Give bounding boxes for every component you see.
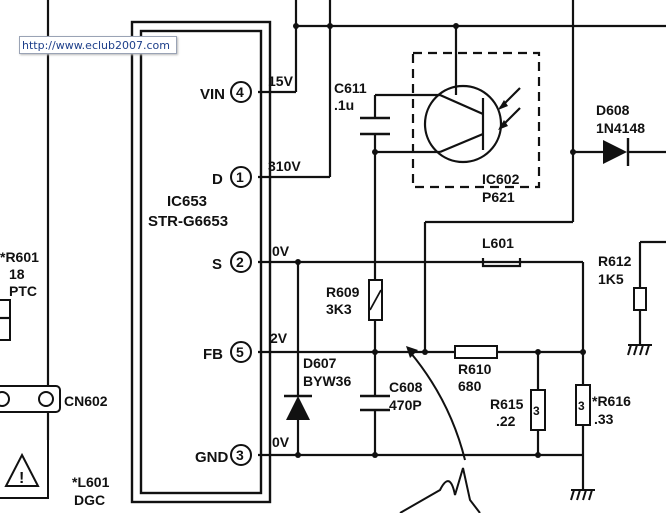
c611-value: .1u — [334, 97, 354, 113]
ic653-ref: IC653 — [167, 193, 207, 210]
l601-ref: L601 — [482, 235, 514, 251]
d607-diode — [284, 394, 312, 420]
waveform-arrowhead — [406, 346, 418, 358]
r601-ref: *R601 — [0, 249, 39, 265]
pin-label-s: S — [212, 256, 222, 273]
r612-value: 1K5 — [598, 271, 624, 287]
d608-ref: D608 — [596, 102, 630, 118]
r615-ref: R615 — [490, 396, 524, 412]
r615-value: .22 — [496, 413, 516, 429]
r601-ptc-resistor — [0, 299, 11, 341]
c608-value: 470P — [389, 397, 422, 413]
wires — [0, 0, 666, 490]
ground-symbol-gnd — [570, 489, 595, 501]
r601-type: PTC — [9, 283, 37, 299]
pin-number-2: 2 — [236, 254, 244, 270]
r610-resistor — [454, 345, 498, 359]
svg-text:!: ! — [19, 470, 24, 487]
l601b-ref: *L601 — [72, 474, 110, 490]
c611-capacitor — [360, 116, 390, 136]
ic653-outer-box — [130, 20, 272, 504]
pin-label-vin: VIN — [200, 86, 225, 103]
l601-inductor — [481, 258, 522, 268]
ic602-ref: IC602 — [482, 171, 520, 187]
r615-resistor — [530, 389, 546, 431]
junction-dots — [293, 23, 586, 458]
r609-ref: R609 — [326, 284, 360, 300]
r612-resistor — [633, 287, 647, 311]
r616-mark: 3 — [578, 399, 585, 413]
d607-value: BYW36 — [303, 373, 351, 389]
pin-label-fb: FB — [203, 346, 223, 363]
pin-number-5: 5 — [236, 344, 244, 360]
r609-value: 3K3 — [326, 301, 352, 317]
phototransistor-symbol — [423, 84, 521, 164]
r610-value: 680 — [458, 378, 482, 394]
ic602-optocoupler-box — [411, 51, 541, 189]
pin-label-d: D — [212, 171, 223, 188]
pin-voltage-vin: 15V — [268, 73, 294, 89]
r615-mark: 3 — [533, 404, 540, 418]
pin-voltage-fb: 2V — [270, 330, 288, 346]
c611-ref: C611 — [334, 80, 367, 96]
light-arrows — [498, 100, 508, 130]
r616-resistor — [575, 384, 591, 426]
d607-ref: D607 — [303, 355, 337, 371]
waveform-annotation — [399, 351, 481, 514]
ic-pin-circles — [230, 81, 252, 466]
pin-voltage-s: 0V — [272, 243, 290, 259]
pin-number-3: 3 — [236, 447, 244, 463]
r612-ref: R612 — [598, 253, 632, 269]
ground-symbol-r612 — [627, 344, 652, 356]
r610-ref: R610 — [458, 361, 492, 377]
r616-ref: *R616 — [592, 393, 631, 409]
ic653-inner-box — [139, 29, 263, 495]
pin-number-4: 4 — [236, 84, 244, 100]
pin-voltage-d: 310V — [268, 158, 301, 174]
pin-voltage-gnd: 0V — [272, 434, 290, 450]
r601-value: 18 — [9, 266, 25, 282]
d608-value: 1N4148 — [596, 120, 645, 136]
l601b-value: DGC — [74, 492, 105, 508]
pin-label-gnd: GND — [195, 449, 229, 466]
c608-capacitor — [360, 394, 390, 412]
watermark-url: http://www.eclub2007.com — [19, 36, 177, 54]
cn602-ref: CN602 — [64, 393, 108, 409]
d608-diode — [603, 138, 630, 166]
warning-icon: ! — [4, 452, 40, 487]
c608-ref: C608 — [389, 379, 423, 395]
pin-number-1: 1 — [236, 169, 244, 185]
r616-value: .33 — [594, 411, 614, 427]
ic602-part: P621 — [482, 189, 515, 205]
ic653-part: STR-G6653 — [148, 213, 228, 230]
